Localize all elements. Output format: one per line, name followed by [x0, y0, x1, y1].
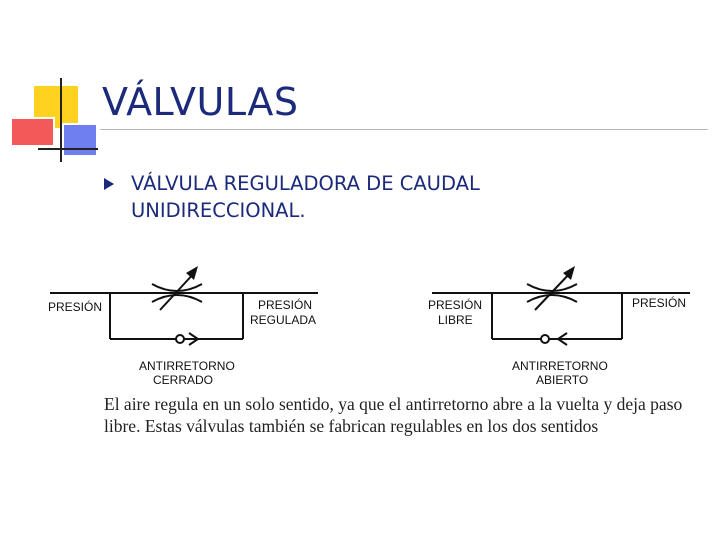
bullet-item: VÁLVULA REGULADORA DE CAUDAL UNIDIRECCIO… [102, 170, 542, 224]
left-input-label: PRESIÓN [48, 299, 102, 314]
adjust-arrow-shaft [534, 270, 573, 311]
adjust-arrow-shaft [159, 270, 197, 311]
right-output-label: PRESIÓN [632, 295, 686, 310]
throttle-bottom [526, 294, 578, 303]
decor-red-square [10, 117, 55, 147]
check-seat [188, 332, 200, 346]
decor-blue-square [62, 123, 98, 157]
right-input-label-1: PRESIÓN [428, 297, 482, 312]
check-ball [175, 334, 185, 344]
throttle-top [526, 283, 578, 292]
circuit-diagrams: PRESIÓN PRESIÓN REGULADA ANTIRRETORNO CE… [48, 266, 690, 387]
bullet-list: VÁLVULA REGULADORA DE CAUDAL UNIDIRECCIO… [102, 170, 542, 224]
decor-vertical-line [60, 78, 62, 162]
bullet-text: VÁLVULA REGULADORA DE CAUDAL UNIDIRECCIO… [131, 172, 480, 222]
check-seat [556, 332, 568, 346]
left-output-label-2: REGULADA [250, 313, 316, 327]
diagram-left [50, 266, 318, 346]
left-output-label-1: PRESIÓN [258, 297, 312, 312]
right-input-label-2: LIBRE [438, 313, 473, 327]
left-check-label-1: ANTIRRETORNO [139, 359, 235, 373]
adjust-arrow-head [186, 266, 198, 280]
adjust-arrow-head [563, 266, 575, 280]
bullet-arrow-icon [104, 178, 114, 190]
diagram-right [432, 266, 690, 346]
check-ball [540, 334, 550, 344]
right-check-label-2: ABIERTO [536, 373, 588, 387]
left-check-label-2: CERRADO [153, 373, 213, 387]
slide-title: VÁLVULAS [102, 80, 299, 124]
decor-horizontal-line [38, 148, 98, 150]
right-check-label-1: ANTIRRETORNO [512, 359, 608, 373]
caption-text: El aire regula en un solo sentido, ya qu… [104, 394, 683, 436]
title-underline [100, 129, 708, 130]
throttle-bottom [151, 294, 203, 303]
throttle-top [151, 283, 203, 292]
